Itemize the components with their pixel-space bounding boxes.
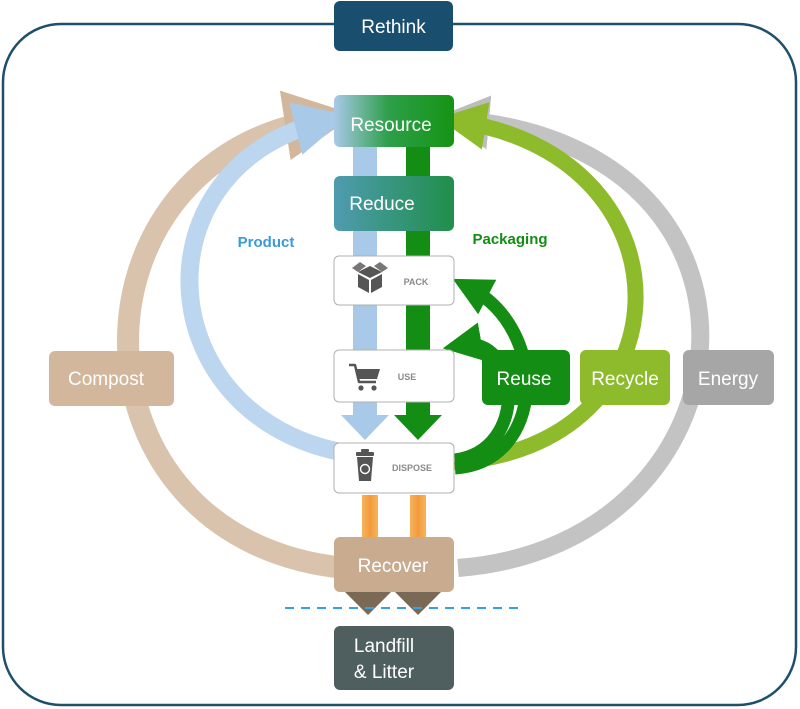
compost-label: Compost	[68, 369, 145, 390]
energy-node: Energy	[683, 350, 774, 405]
reuse-label: Reuse	[497, 369, 552, 390]
pack-step: PACK	[333, 255, 455, 306]
recover-label: Recover	[358, 556, 429, 577]
recycle-bin-icon	[356, 449, 374, 481]
dispose-label: DISPOSE	[392, 463, 432, 473]
resource-node: Resource	[334, 95, 454, 147]
rethink-label: Rethink	[361, 17, 426, 38]
recycle-node: Recycle	[580, 350, 670, 405]
packaging-to-recover-flow	[410, 495, 426, 541]
use-label: USE	[398, 372, 417, 382]
landfill-drop-arrow-right	[394, 591, 442, 615]
cart-icon	[349, 363, 380, 391]
reduce-node: Reduce	[334, 176, 454, 231]
pack-label: PACK	[404, 277, 429, 287]
energy-label: Energy	[698, 369, 759, 390]
product-to-recover-flow	[362, 495, 378, 541]
resource-label: Resource	[350, 115, 431, 136]
reduce-label: Reduce	[349, 194, 415, 215]
landfill-node: Landfill & Litter	[334, 626, 454, 690]
product-flow-label: Product	[238, 234, 295, 251]
landfill-drop-arrow-left	[344, 591, 392, 615]
recycle-loop-arrow	[438, 102, 644, 470]
product-loop-arrow	[180, 102, 362, 464]
energy-loop-arrow	[435, 95, 710, 577]
packaging-flow-label: Packaging	[472, 231, 547, 248]
landfill-label-line1: Landfill	[354, 636, 414, 657]
box-icon	[352, 262, 388, 293]
landfill-label-line2: & Litter	[354, 662, 415, 683]
reuse-node: Reuse	[482, 350, 570, 405]
dispose-step: DISPOSE	[333, 442, 455, 494]
compost-loop-arrow	[117, 90, 355, 579]
rethink-node: Rethink	[334, 1, 453, 51]
recycle-label: Recycle	[591, 369, 659, 390]
product-flow-arrowhead	[341, 415, 389, 440]
compost-node: Compost	[49, 351, 174, 406]
recover-node: Recover	[334, 537, 454, 592]
use-step: USE	[333, 349, 455, 403]
packaging-flow-arrowhead	[394, 415, 442, 440]
